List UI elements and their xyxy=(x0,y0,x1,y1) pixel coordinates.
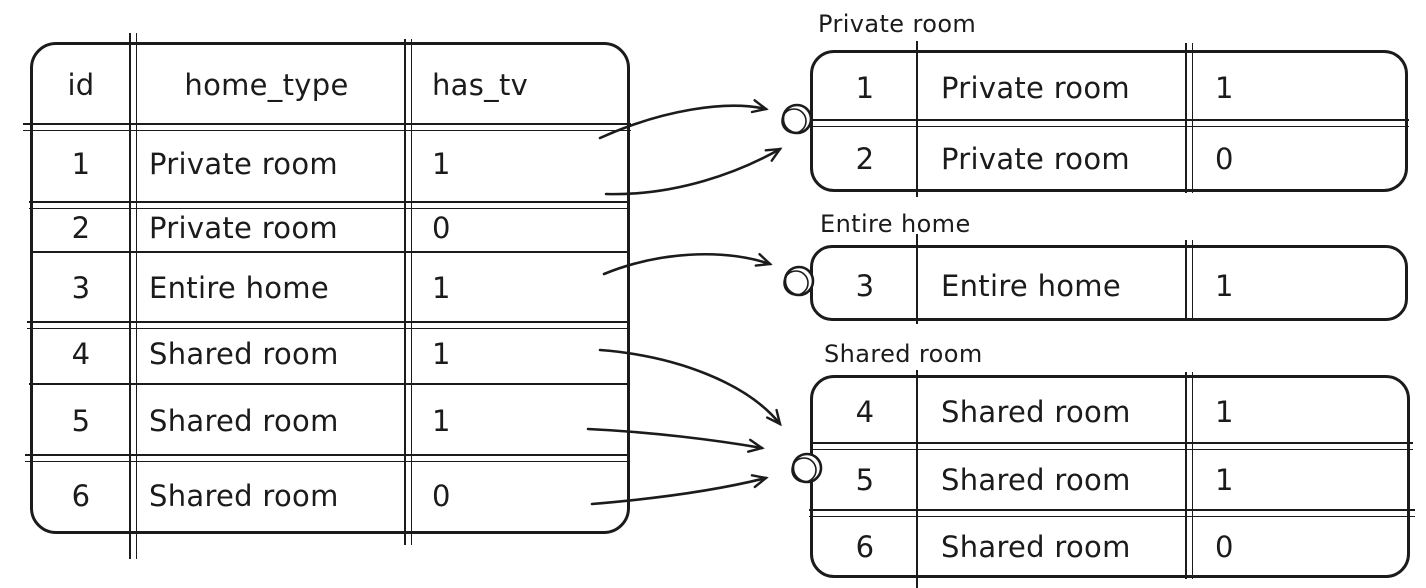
cell-r2-tv: 0 xyxy=(432,211,451,245)
group-table-private-room: 1 Private room 1 2 Private room 0 xyxy=(810,41,1409,197)
header-cell-has-tv: has_tv xyxy=(432,68,529,102)
source-table: id home_type has_tv 1 Private room 1 2 P… xyxy=(23,33,631,559)
source-row-1: 1 Private room 1 xyxy=(33,125,627,203)
g1-r2-tv: 0 xyxy=(1215,142,1234,176)
group1-column-divider-2 xyxy=(1185,43,1193,193)
g3-r3-type: Shared room xyxy=(941,530,1131,564)
source-row-6: 6 Shared room 0 xyxy=(33,456,627,536)
g1-r1-type: Private room xyxy=(941,71,1130,105)
group-label-entire-home: Entire home xyxy=(820,210,971,238)
source-row-5: 5 Shared room 1 xyxy=(33,385,627,456)
group-label-private-room: Private room xyxy=(818,10,977,38)
cell-r4-tv: 1 xyxy=(432,337,451,371)
g3-r3-tv: 0 xyxy=(1215,530,1234,564)
group1-row-1: 1 Private room 1 xyxy=(813,53,1405,123)
group3-row-separator-2 xyxy=(809,509,1415,517)
group3-row-1: 4 Shared room 1 xyxy=(813,378,1407,446)
cell-r1-tv: 1 xyxy=(432,147,451,181)
group-table-entire-home: 3 Entire home 1 xyxy=(810,234,1408,324)
cell-r6-id: 6 xyxy=(71,479,91,513)
header-cell-id: id xyxy=(67,68,95,102)
cell-r3-id: 3 xyxy=(71,271,91,305)
g3-r2-type: Shared room xyxy=(941,462,1131,497)
g2-r1-id: 3 xyxy=(855,269,875,303)
row-separator-3 xyxy=(27,321,629,329)
cell-r5-id: 5 xyxy=(71,403,91,438)
g1-r2-type: Private room xyxy=(941,142,1130,176)
cell-r5-tv: 1 xyxy=(432,403,451,438)
group3-row-2: 5 Shared room 1 xyxy=(813,446,1407,513)
group3-row-separator-1 xyxy=(811,442,1413,450)
row-separator-4 xyxy=(29,383,627,386)
g2-r1-tv: 1 xyxy=(1215,269,1234,303)
group-table-shared-room: 4 Shared room 1 5 Shared room 1 6 Shared… xyxy=(809,370,1415,588)
cell-r2-type: Private room xyxy=(149,211,338,245)
source-table-column-divider-1 xyxy=(129,33,137,559)
g3-r1-type: Shared room xyxy=(941,395,1131,429)
g3-r1-id: 4 xyxy=(855,395,875,429)
row-separator-5 xyxy=(25,454,629,462)
group3-row-3: 6 Shared room 0 xyxy=(813,513,1407,581)
arrow-row2-to-private-room xyxy=(604,147,783,196)
connector-circle-private-room xyxy=(781,103,813,135)
cell-r1-id: 1 xyxy=(71,147,91,181)
source-row-2: 2 Private room 0 xyxy=(33,203,627,253)
header-cell-home-type: home_type xyxy=(184,68,349,102)
group2-column-divider-2 xyxy=(1185,240,1193,320)
cell-r5-type: Shared room xyxy=(149,403,339,438)
cell-r3-type: Entire home xyxy=(149,271,329,305)
cell-r2-id: 2 xyxy=(71,211,91,245)
source-table-column-divider-2 xyxy=(404,39,412,545)
group-label-shared-room: Shared room xyxy=(824,340,983,368)
group2-row-1: 3 Entire home 1 xyxy=(813,248,1405,324)
source-row-3: 3 Entire home 1 xyxy=(33,253,627,323)
group1-row-2: 2 Private room 0 xyxy=(813,123,1405,195)
group3-column-divider-1 xyxy=(916,370,919,588)
g3-r1-tv: 1 xyxy=(1215,395,1234,429)
g1-r1-id: 1 xyxy=(855,71,875,105)
group3-column-divider-2 xyxy=(1185,372,1193,579)
g3-r2-tv: 1 xyxy=(1215,462,1234,497)
header-separator xyxy=(23,123,631,131)
group2-column-divider-1 xyxy=(916,234,919,324)
row-separator-2 xyxy=(33,251,630,254)
cell-r3-tv: 1 xyxy=(432,271,451,305)
cell-r1-type: Private room xyxy=(149,147,338,181)
cell-r4-id: 4 xyxy=(71,337,91,371)
cell-r6-type: Shared room xyxy=(149,479,339,513)
group1-row-separator xyxy=(811,119,1409,127)
g3-r2-id: 5 xyxy=(855,462,875,497)
row-separator-1 xyxy=(29,201,629,209)
g1-r1-tv: 1 xyxy=(1215,71,1234,105)
cell-r6-tv: 0 xyxy=(432,479,451,513)
connector-circle-entire-home-sketch xyxy=(783,270,809,296)
g2-r1-type: Entire home xyxy=(941,269,1121,303)
cell-r4-type: Shared room xyxy=(149,337,339,371)
connector-circle-entire-home xyxy=(783,265,815,297)
g3-r3-id: 6 xyxy=(855,530,875,564)
connector-circle-private-room-sketch xyxy=(781,108,807,134)
source-table-header-row: id home_type has_tv xyxy=(33,45,627,125)
g1-r2-id: 2 xyxy=(855,142,875,176)
source-row-4: 4 Shared room 1 xyxy=(33,323,627,385)
